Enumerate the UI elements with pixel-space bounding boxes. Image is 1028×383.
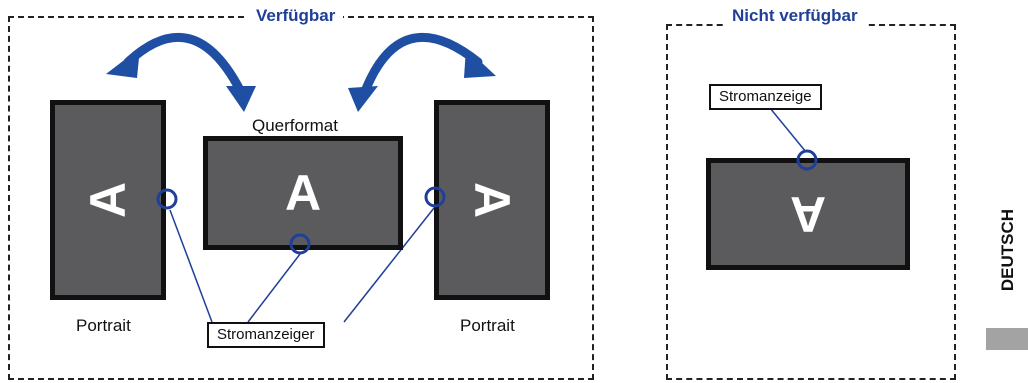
language-tab-marker [986, 328, 1028, 350]
landscape-label: Querformat [252, 116, 338, 135]
portrait-left-screen: A [50, 100, 166, 300]
arrow-right-rotate-icon [348, 33, 496, 112]
screen-glyph: A [284, 165, 322, 221]
language-tab: DEUTSCH [998, 208, 1017, 292]
power-indicator-icon [796, 149, 818, 171]
portrait-right-screen: A [434, 100, 550, 300]
power-indicator-icon [424, 186, 446, 208]
power-indicator-icon [289, 233, 311, 255]
power-indicator-callout: Stromanzeiger [207, 322, 325, 348]
portrait-left-label: Portrait [76, 316, 131, 335]
power-indicator-icon [156, 188, 178, 210]
upside-down-screen: A [706, 158, 910, 270]
indicator-connector-lines [169, 107, 807, 323]
portrait-right-label: Portrait [460, 316, 515, 335]
power-indicator-callout-unavailable: Stromanzeige [709, 84, 822, 110]
available-title: Verfügbar [248, 6, 344, 26]
unavailable-title: Nicht verfügbar [724, 6, 866, 26]
landscape-screen: A [203, 136, 403, 250]
arrow-left-rotate-icon [106, 33, 256, 112]
